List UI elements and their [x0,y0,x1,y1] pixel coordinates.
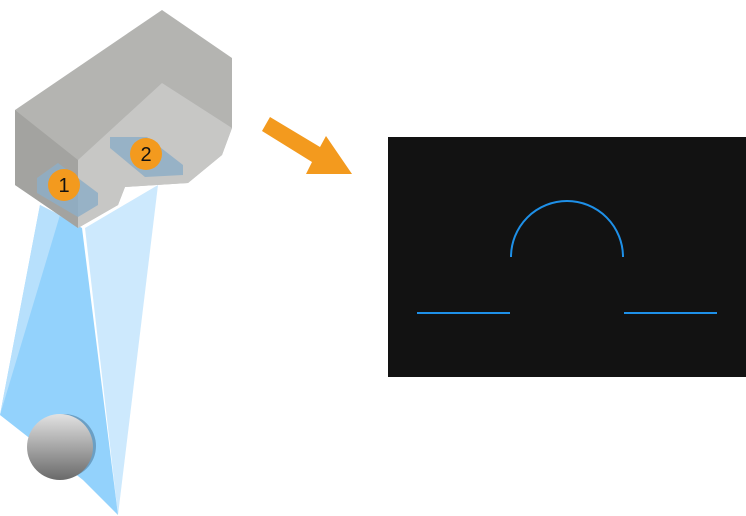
marker-2 [130,138,162,170]
arrow-icon [262,117,352,174]
marker-2-label: 2 [140,144,151,166]
light-beam-2 [85,185,158,515]
marker-1-label: 1 [58,175,69,197]
marker-1 [48,169,80,201]
profile-display [388,137,746,377]
beam-1-edge [0,205,60,415]
ball-object [27,414,93,480]
profile-arc [510,200,624,258]
